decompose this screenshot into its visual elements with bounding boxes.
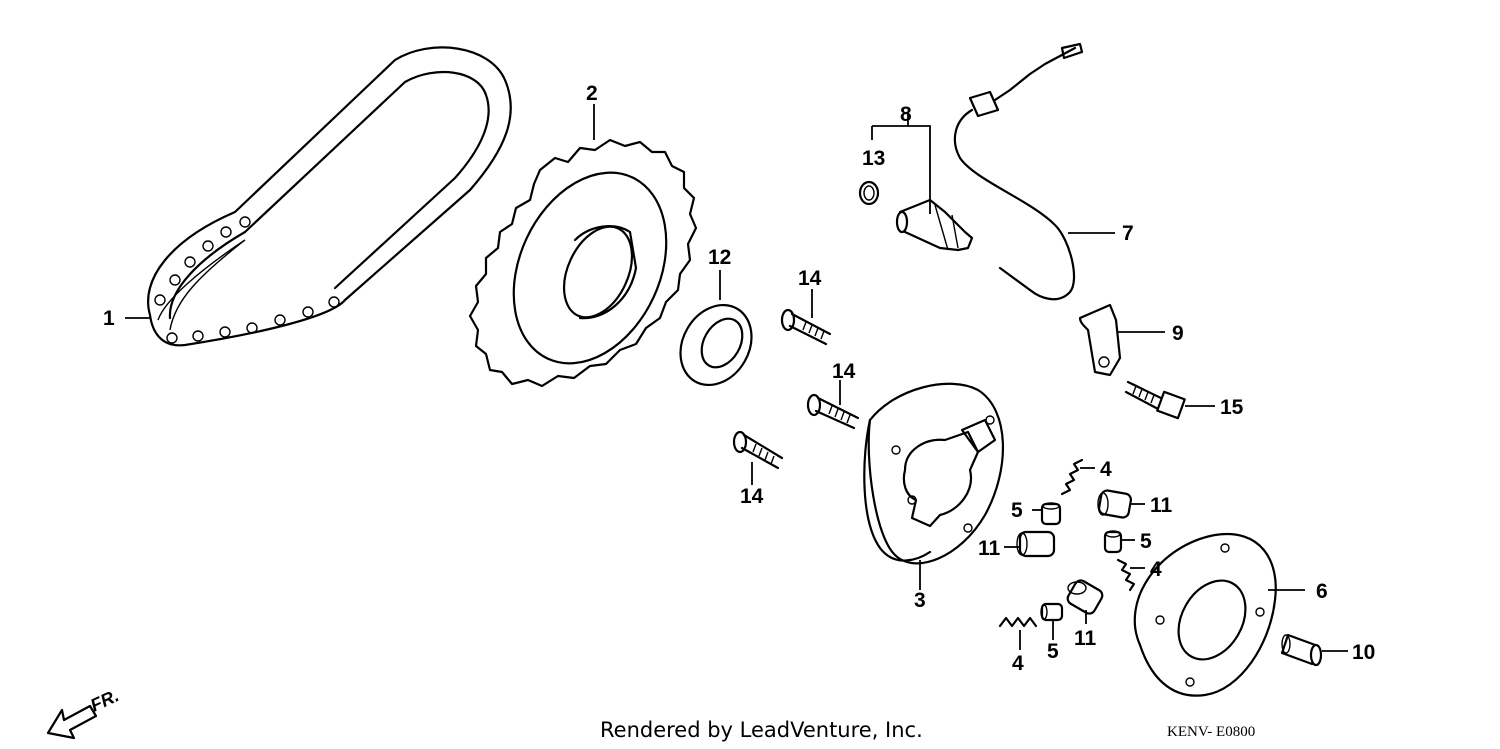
callout-12: 12 bbox=[708, 246, 731, 269]
roller-11-a[interactable] bbox=[1097, 489, 1133, 519]
sprocket[interactable] bbox=[468, 138, 698, 388]
drive-chain[interactable] bbox=[147, 46, 512, 347]
callout-14-a: 14 bbox=[798, 267, 822, 290]
callout-14-b: 14 bbox=[832, 360, 856, 383]
callout-6: 6 bbox=[1316, 580, 1328, 603]
callout-4-a: 4 bbox=[1100, 458, 1112, 481]
flange-bolt[interactable] bbox=[1124, 380, 1186, 420]
plunger-5-a[interactable] bbox=[1040, 502, 1062, 526]
o-ring[interactable] bbox=[858, 180, 880, 206]
callout-3: 3 bbox=[914, 589, 926, 612]
callout-8: 8 bbox=[900, 103, 912, 126]
bracket[interactable] bbox=[1078, 303, 1122, 377]
callout-11-b: 11 bbox=[978, 537, 1001, 560]
callout-7: 7 bbox=[1122, 222, 1134, 245]
callout-11-c: 11 bbox=[1074, 627, 1097, 650]
plunger-5-c[interactable] bbox=[1040, 602, 1064, 622]
callout-5-c: 5 bbox=[1047, 640, 1059, 663]
roller-11-b[interactable] bbox=[1016, 530, 1056, 558]
spring-4-b[interactable] bbox=[1116, 558, 1136, 592]
callout-11-a: 11 bbox=[1150, 494, 1173, 517]
front-direction-arrow: FR. bbox=[46, 685, 122, 740]
callout-14-c: 14 bbox=[740, 485, 764, 508]
callout-5-b: 5 bbox=[1140, 530, 1152, 553]
oil-seal[interactable] bbox=[666, 292, 765, 398]
collar[interactable] bbox=[1280, 633, 1323, 667]
callout-5-a: 5 bbox=[1011, 499, 1023, 522]
callout-13: 13 bbox=[862, 147, 885, 170]
callout-9: 9 bbox=[1172, 322, 1184, 345]
starter-clutch[interactable] bbox=[863, 382, 1005, 565]
rendered-by-credit: Rendered by LeadVenture, Inc. bbox=[600, 718, 923, 742]
bolt-14-a[interactable] bbox=[780, 308, 832, 346]
bolt-14-b[interactable] bbox=[806, 393, 860, 430]
callout-10: 10 bbox=[1352, 641, 1375, 664]
bolt-14-c[interactable] bbox=[732, 430, 784, 470]
callout-2: 2 bbox=[586, 82, 598, 105]
spring-4-c[interactable] bbox=[998, 616, 1038, 628]
diagram-code: KENV- E0800 bbox=[1167, 724, 1255, 740]
spring-4-a[interactable] bbox=[1060, 458, 1084, 496]
switch-assy[interactable] bbox=[895, 198, 974, 252]
roller-11-c[interactable] bbox=[1066, 578, 1105, 616]
callout-4-c: 4 bbox=[1012, 652, 1024, 675]
callout-15: 15 bbox=[1220, 396, 1244, 419]
switch-wire[interactable] bbox=[953, 42, 1084, 301]
callout-1: 1 bbox=[103, 307, 115, 330]
plunger-5-b[interactable] bbox=[1103, 530, 1123, 554]
